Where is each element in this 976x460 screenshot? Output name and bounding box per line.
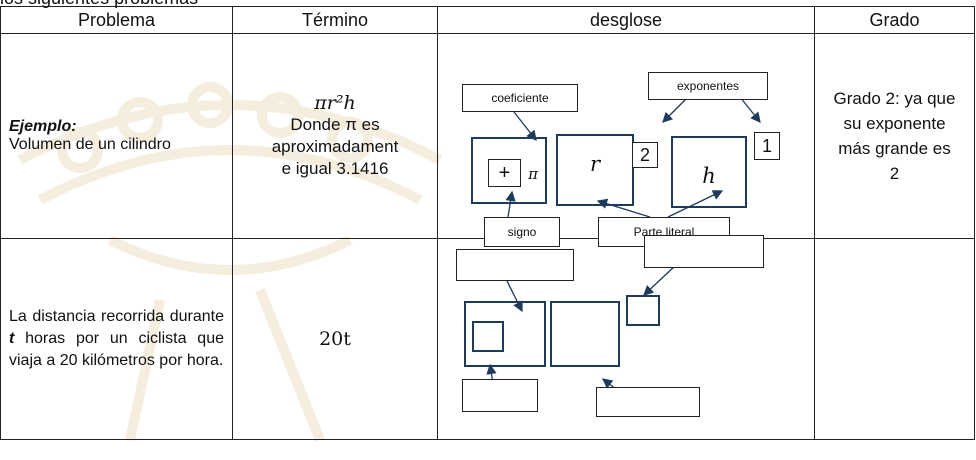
exponent-h-box: 1 <box>754 132 780 160</box>
variable-r-box <box>556 134 634 206</box>
variable-h-symbol: h <box>702 164 716 188</box>
exercise-sign-box[interactable] <box>472 321 504 352</box>
exercise-term-cell: 20t <box>232 238 438 440</box>
exercise-variable-box[interactable] <box>550 301 620 367</box>
exercise-coefficient-box[interactable] <box>464 301 546 367</box>
header-grado: Grado <box>814 6 975 34</box>
example-problem-cell: Ejemplo: Volumen de un cilindro <box>0 33 233 239</box>
exercise-blank-coefficient-label[interactable] <box>456 249 574 281</box>
variable-h-box <box>671 136 747 208</box>
grade-line-4: 2 <box>889 164 900 183</box>
grade-line-2: su exponente <box>843 114 946 133</box>
problems-table: Problema Término desglose Grado Ejemplo:… <box>0 6 975 440</box>
header-termino: Término <box>232 6 438 34</box>
header-problema: Problema <box>0 6 233 34</box>
exercise-problem-text-pre: La distancia recorrida durante <box>9 308 224 325</box>
exercise-term: 20t <box>319 327 351 350</box>
exercise-problem-variable: t <box>9 330 15 347</box>
example-term-note-3: e igual 3.1416 <box>281 159 389 178</box>
coefficient-box <box>471 137 547 204</box>
exercise-breakdown-diagram <box>437 235 815 440</box>
exercise-problem-cell: La distancia recorrida durante t horas p… <box>0 238 233 440</box>
exponentes-label: exponentes <box>648 72 768 100</box>
grade-line-1: Grado 2: ya que <box>833 89 956 108</box>
sign-symbol: + <box>498 161 511 184</box>
exponent-r-box: 2 <box>632 142 658 168</box>
exercise-grade-cell[interactable] <box>814 238 975 440</box>
example-term-note-1: Donde π es <box>290 115 380 134</box>
example-label: Ejemplo: <box>9 118 77 135</box>
exercise-blank-exponent-label[interactable] <box>644 235 764 268</box>
exercise-blank-literal-label[interactable] <box>596 387 700 417</box>
example-term-formula: πr²h <box>314 92 356 114</box>
example-problem-text: Volumen de un cilindro <box>9 136 171 153</box>
header-desglose: desglose <box>437 6 815 34</box>
example-grade-cell: Grado 2: ya que su exponente más grande … <box>814 33 975 239</box>
exercise-exponent-box[interactable] <box>626 295 660 326</box>
exercise-blank-sign-label[interactable] <box>462 379 538 412</box>
example-term-note-2: aproximadament <box>271 137 399 156</box>
header-row: Problema Término desglose Grado <box>0 6 975 34</box>
coeficiente-label: coeficiente <box>462 84 578 112</box>
example-arrows <box>505 96 761 218</box>
clipped-heading-text: los siguientes problemas <box>0 0 198 9</box>
pi-symbol: π <box>528 165 538 183</box>
table-row-example: Ejemplo: Volumen de un cilindro πr²h Don… <box>0 33 975 247</box>
variable-r-symbol: r <box>589 152 601 176</box>
example-term-cell: πr²h Donde π es aproximadament e igual 3… <box>232 33 438 239</box>
table-row-exercise: La distancia recorrida durante t horas p… <box>0 235 975 440</box>
sign-box <box>488 159 521 187</box>
exercise-problem-text-post: horas por un ciclista que viaja a 20 kil… <box>9 330 224 369</box>
grade-line-3: más grande es <box>838 139 951 158</box>
example-breakdown-diagram: coeficiente exponentes + π r 2 h 1 signo… <box>437 33 815 247</box>
